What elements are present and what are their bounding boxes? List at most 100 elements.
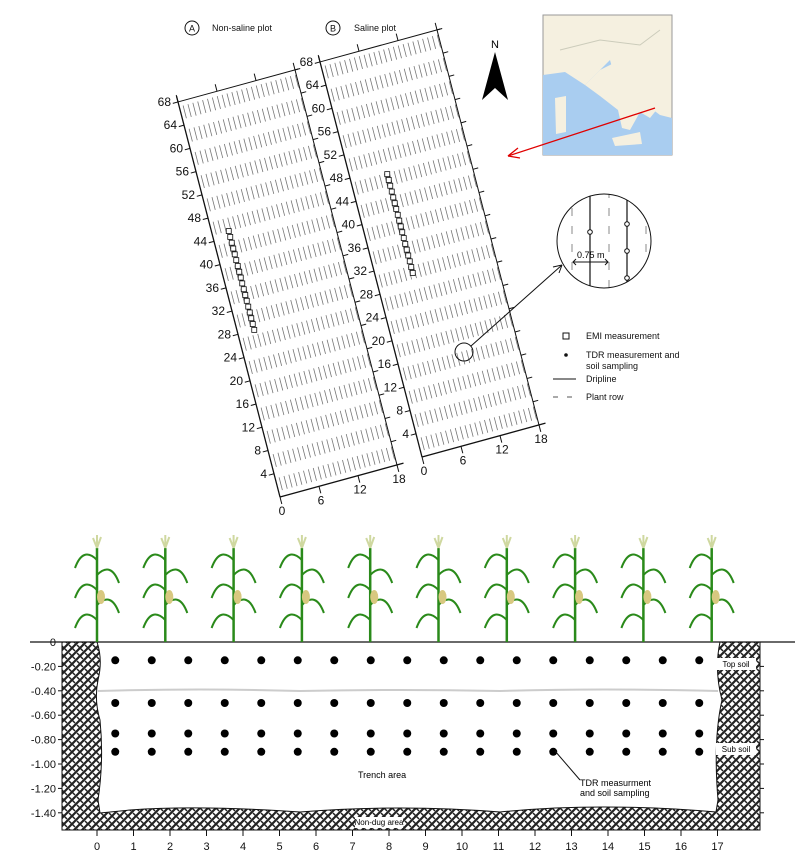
plant-row-dash xyxy=(217,120,223,134)
x-tick-label: 8 xyxy=(386,841,392,853)
plant-row-dash xyxy=(424,87,429,101)
corn-cob xyxy=(711,590,720,604)
plant-row-dash xyxy=(381,449,386,463)
plant-row-dash xyxy=(418,288,423,302)
plant-row-dash xyxy=(213,121,218,135)
plant-row-dash xyxy=(394,295,399,309)
svg-text:Plant row: Plant row xyxy=(586,392,624,402)
plant-row-dash xyxy=(365,203,370,217)
plant-row-dash xyxy=(441,356,446,370)
tassel xyxy=(296,535,307,549)
plant-leaf xyxy=(483,553,508,569)
plant-row-dash xyxy=(319,391,324,405)
plant-row-dash xyxy=(277,353,283,367)
plant-row-dash xyxy=(336,237,341,251)
tdr-sampling-point xyxy=(622,656,631,665)
y-tick-label: 60 xyxy=(170,141,184,155)
plant-row-dash xyxy=(404,192,409,206)
plant-row-dash xyxy=(265,306,271,320)
plant-row-dash xyxy=(336,436,341,450)
plant-row-dash xyxy=(303,271,308,285)
plant-row-dash xyxy=(451,354,456,368)
plant-row-dash xyxy=(252,111,257,125)
plant-row-dash xyxy=(211,97,217,111)
tdr-sampling-point xyxy=(366,747,375,756)
plant-row-dash xyxy=(500,340,505,354)
right-tick xyxy=(532,399,539,403)
plant-row-dash xyxy=(260,183,265,197)
plant-row-dash xyxy=(401,119,406,133)
plant-row-dash xyxy=(194,151,199,165)
plant-row-dash xyxy=(406,341,411,355)
right-tick xyxy=(514,330,521,333)
right-tick xyxy=(360,323,367,327)
plant-row-dash xyxy=(430,111,435,125)
plant-row-dash xyxy=(426,236,431,250)
plant-row-dash xyxy=(532,406,537,420)
plant-row-dash xyxy=(438,283,443,297)
plant-row-dash xyxy=(305,196,310,210)
y-tick xyxy=(214,264,221,267)
plant-row-dash xyxy=(461,251,466,265)
emi-measurement-square xyxy=(231,251,238,258)
plant-row-dash xyxy=(237,115,242,129)
plant-row-dash xyxy=(192,102,197,116)
right-tick xyxy=(354,300,361,303)
plant-row-dash xyxy=(323,265,328,279)
plant-row-dash xyxy=(408,390,413,404)
plant-row-dash xyxy=(278,253,283,267)
plant-row-dash xyxy=(430,210,435,224)
depth-tick-label: -1.00 xyxy=(31,759,56,771)
plant-row-dash xyxy=(305,420,310,434)
plant-row-dash xyxy=(390,446,395,460)
plot-b-title: B Saline plot xyxy=(325,20,397,36)
plant-row-dash xyxy=(353,382,358,396)
plant-row-dash xyxy=(249,261,254,275)
plant-row-dash xyxy=(319,291,324,305)
plant-row-dash xyxy=(303,147,308,161)
plant-row-dash xyxy=(419,412,424,426)
plant-row-dash xyxy=(370,427,375,441)
y-tick-label: 64 xyxy=(306,78,320,92)
y-tick-label: 24 xyxy=(224,351,238,365)
plant-row-dash xyxy=(280,302,285,316)
plant-row-dash xyxy=(446,255,452,269)
plant-row-dash xyxy=(208,123,213,137)
plant-leaf xyxy=(74,583,98,599)
x-tick-label: 2 xyxy=(167,841,173,853)
plant-row-dash xyxy=(284,276,289,290)
plant-row-dash xyxy=(360,429,365,443)
plant-row-dash xyxy=(407,42,412,56)
plant-row-dash xyxy=(265,82,270,96)
plant-row-dash xyxy=(474,422,479,436)
plant-row-dash xyxy=(324,65,329,79)
y-tick xyxy=(398,386,405,390)
plant-row-dash xyxy=(445,430,450,444)
plant-row-dash xyxy=(322,465,327,479)
plant-row-dash xyxy=(427,261,432,275)
location-arrow xyxy=(507,107,656,157)
plant-leaf xyxy=(278,553,303,569)
plant-row-dash xyxy=(223,143,229,157)
tdr-sampling-point xyxy=(658,747,667,756)
plant-row-dash xyxy=(355,331,361,345)
y-tick xyxy=(326,107,333,111)
plant-row-dash xyxy=(330,88,335,102)
plant-row-dash xyxy=(289,275,294,289)
y-tick xyxy=(208,240,215,244)
plant-row-dash xyxy=(306,444,311,458)
plant-leaf xyxy=(506,568,530,584)
plant-row-dash xyxy=(440,232,446,246)
plant-row-dash xyxy=(273,354,278,368)
plant-row-dash xyxy=(438,183,443,197)
tassel xyxy=(228,535,239,549)
plant-row-dash xyxy=(226,193,231,207)
right-tick xyxy=(312,137,319,141)
y-tick-label: 48 xyxy=(188,211,202,225)
y-tick xyxy=(244,380,251,383)
plant-row-dash xyxy=(315,193,320,207)
right-tick xyxy=(484,213,491,217)
non-dug-soil xyxy=(61,641,761,831)
plant-row-dash xyxy=(512,387,517,401)
plant-row-dash xyxy=(454,303,459,317)
